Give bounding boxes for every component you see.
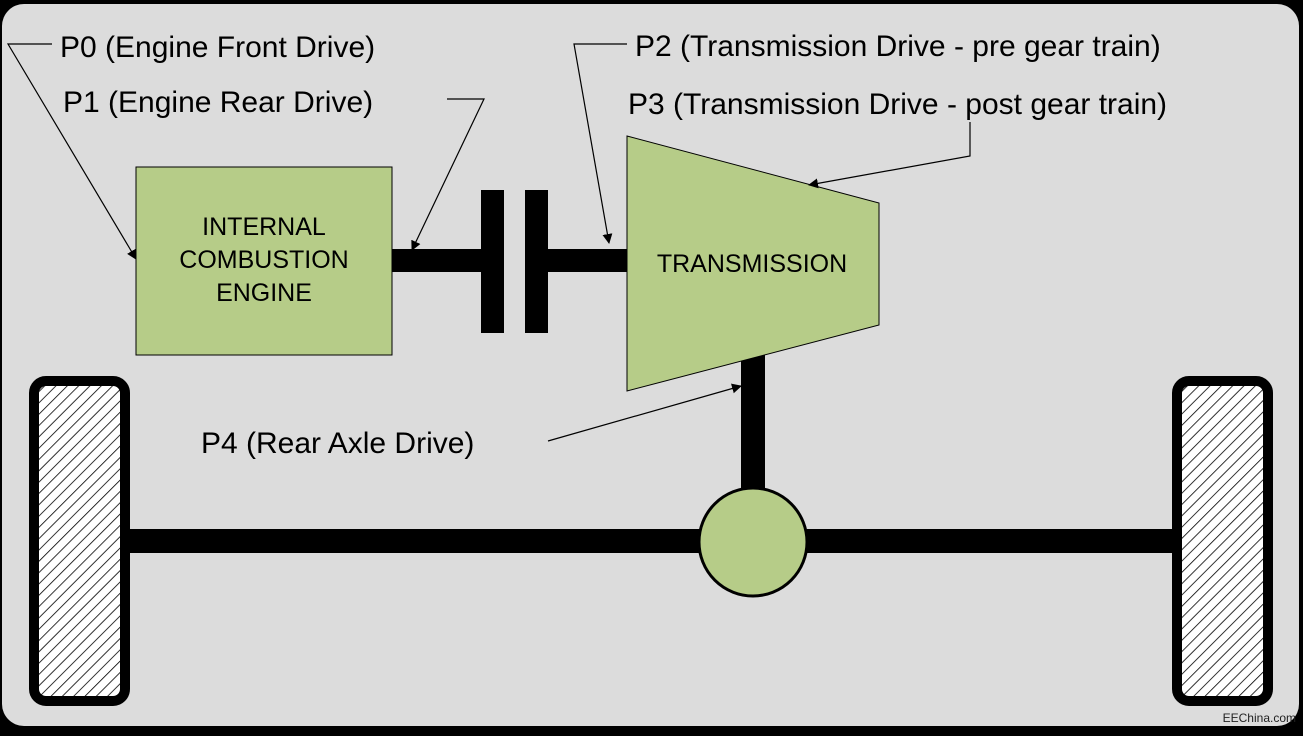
p1-label: P1 (Engine Rear Drive) [63, 86, 373, 119]
transmission-label: TRANSMISSION [657, 250, 847, 278]
clutch-plate-left [481, 190, 504, 333]
engine-label-line1: INTERNAL [202, 213, 326, 241]
p0-label: P0 (Engine Front Drive) [60, 31, 375, 64]
clutch-plate-right [525, 190, 548, 333]
p3-leader-line [808, 122, 971, 189]
rear-wheel-right [1172, 376, 1273, 706]
p1-leader-line [411, 98, 485, 251]
rear-axle-shaft [122, 529, 1180, 553]
propeller-shaft [741, 352, 765, 492]
p4-label: P4 (Rear Axle Drive) [201, 427, 474, 460]
rear-wheel-left [29, 376, 130, 706]
engine-label-line2: COMBUSTION [179, 246, 348, 274]
transmission: TRANSMISSION [626, 135, 880, 392]
p0-leader-line [6, 43, 137, 260]
transmission-input-shaft [548, 249, 630, 272]
p3-label: P3 (Transmission Drive - post gear train… [628, 88, 1167, 121]
watermark: EEChina.com [1223, 711, 1296, 725]
differential [697, 486, 809, 598]
p2-label: P2 (Transmission Drive - pre gear train) [635, 30, 1161, 63]
engine-label-line3: ENGINE [216, 279, 312, 307]
internal-combustion-engine: INTERNAL COMBUSTION ENGINE [135, 166, 393, 356]
p4-leader-line [547, 383, 742, 442]
engine-output-shaft [392, 249, 484, 272]
p2-leader-line [573, 43, 627, 244]
